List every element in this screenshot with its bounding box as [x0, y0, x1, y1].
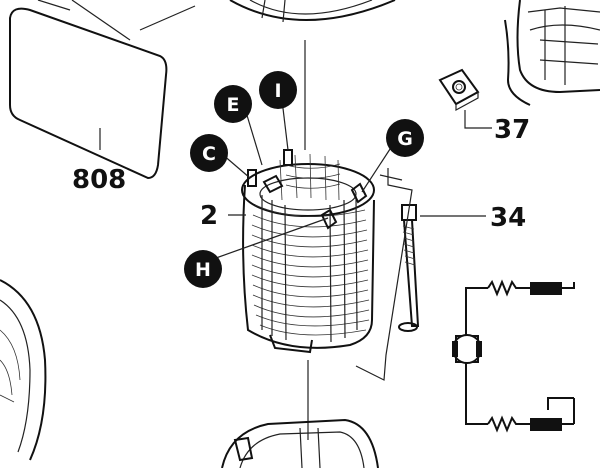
wiring-schematic [452, 279, 575, 433]
handle-fragment [504, 0, 600, 106]
callout-I-label: I [274, 80, 281, 102]
square-nut-37 [438, 68, 492, 129]
lower-left-housing [0, 279, 47, 461]
callout-C-label: C [202, 143, 216, 165]
part-number-808: 808 [72, 165, 126, 195]
lower-housing-fragment [221, 418, 379, 468]
stator-field-assembly [241, 149, 375, 354]
upper-housing-fragment [229, 0, 396, 23]
callout-C: C [190, 134, 228, 172]
callout-I: I [259, 71, 297, 109]
callout-H-label: H [195, 259, 211, 281]
nameplate-808 [9, 0, 196, 180]
callout-H: H [184, 250, 222, 288]
part-number-2: 2 [200, 201, 218, 231]
screw-34 [398, 204, 486, 332]
callout-E-label: E [227, 94, 240, 116]
insulator-plate [355, 168, 413, 381]
callout-G-label: G [397, 128, 413, 150]
part-number-34: 34 [490, 203, 526, 233]
part-number-37: 37 [494, 115, 530, 145]
callout-G: G [386, 119, 424, 157]
callout-E: E [214, 85, 252, 123]
